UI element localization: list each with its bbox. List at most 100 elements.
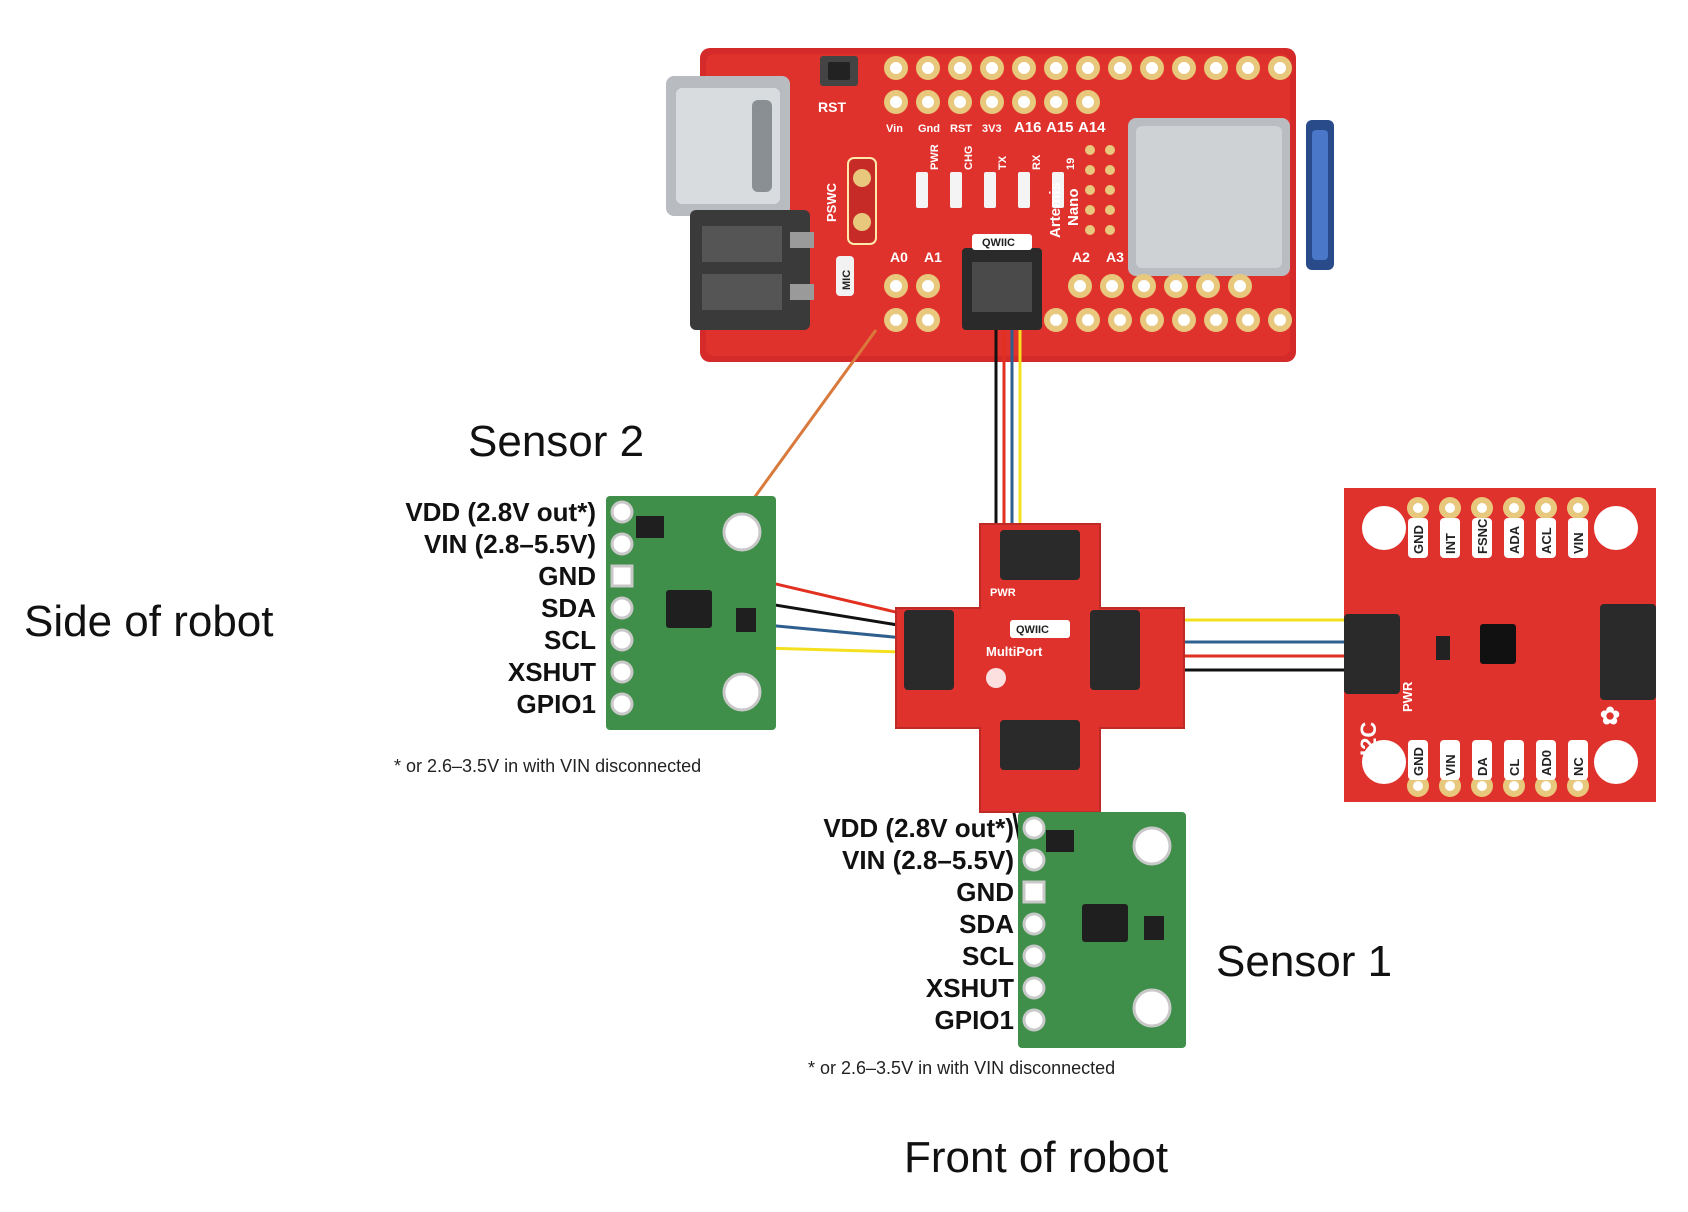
header-hole (1012, 56, 1036, 80)
imu-pin: VIN (1567, 497, 1589, 558)
header-hole (1236, 308, 1260, 332)
header-hole (1108, 56, 1132, 80)
status-led: 19 (1052, 158, 1077, 208)
header-hole (1164, 274, 1188, 298)
sensor2-footnote: * or 2.6–3.5V in with VIN disconnected (394, 756, 701, 776)
header-hole (916, 56, 940, 80)
imu-pin: ACL (1535, 497, 1557, 558)
side-of-robot-label: Side of robot (24, 597, 274, 646)
test-pad (1085, 225, 1095, 235)
imu-pin: CL (1503, 740, 1525, 797)
multiport-connector-left (904, 610, 954, 690)
header-hole (1204, 56, 1228, 80)
sensor2-board (606, 496, 776, 730)
sensor-pin-label: VIN (2.8–5.5V) (424, 529, 596, 559)
status-led: TX (984, 155, 1009, 208)
header-hole (1044, 56, 1068, 80)
sensor-pin-hole (1022, 1008, 1046, 1032)
header-hole (1068, 274, 1092, 298)
multiport-pwr: PWR (990, 587, 1016, 599)
test-pad (1085, 145, 1095, 155)
header-hole (1044, 308, 1068, 332)
mic-label: MIC (841, 270, 853, 290)
sensor-pin-label: SCL (962, 941, 1014, 971)
header-hole (884, 90, 908, 114)
sensor-pin-hole (1022, 976, 1046, 1000)
status-led: CHG (950, 146, 975, 208)
test-pad (1085, 165, 1095, 175)
imu-qwiic-right (1600, 604, 1656, 700)
sensor1-board (1018, 812, 1186, 1048)
sensor-pin-hole (1022, 848, 1046, 872)
artemis-subtitle: Nano (1065, 189, 1082, 227)
imu-pin-label: DA (1475, 757, 1490, 776)
sensor-pin-hole (1022, 944, 1046, 968)
sensor1-title: Sensor 1 (1216, 937, 1392, 986)
artemis-top-pin-label: Vin (886, 123, 903, 135)
front-of-robot-label: Front of robot (904, 1133, 1168, 1182)
sensor-pin-label: GPIO1 (517, 689, 596, 719)
led-label: 19 (1065, 158, 1077, 170)
sensor-pin-label: XSHUT (926, 973, 1014, 1003)
imu-pin: GND (1407, 740, 1429, 797)
header-hole (916, 90, 940, 114)
artemis-bottom-header (884, 274, 1292, 332)
header-hole (1204, 308, 1228, 332)
usb-c-connector-icon (666, 76, 790, 216)
imu-pin-label: INT (1443, 533, 1458, 554)
imu-i2c-label: I2C (1356, 722, 1381, 756)
sensor-pin-hole (1022, 816, 1046, 840)
sensor2-title: Sensor 2 (468, 417, 644, 466)
sensor-pin-hole (610, 692, 634, 716)
imu-pin-label: ACL (1539, 527, 1554, 554)
header-hole (884, 274, 908, 298)
imu-pin-label: NC (1571, 757, 1586, 776)
header-hole (1236, 56, 1260, 80)
header-hole (980, 56, 1004, 80)
imu-qwiic-left (1344, 614, 1400, 694)
sensor-pin-hole (610, 660, 634, 684)
artemis-module-icon (1128, 118, 1334, 276)
led-label: CHG (963, 146, 975, 170)
led-label: TX (997, 155, 1009, 170)
test-pad (1105, 225, 1115, 235)
test-pad (1105, 165, 1115, 175)
header-hole (1228, 274, 1252, 298)
status-led: PWR (916, 144, 941, 208)
imu-pin: INT (1439, 497, 1461, 558)
multiport-name: MultiPort (986, 644, 1043, 659)
test-pad (1085, 185, 1095, 195)
imu-pin-label: CL (1507, 759, 1522, 776)
artemis-top-pin-label: 3V3 (982, 123, 1002, 135)
sparkfun-logo-icon: ✿ (1600, 703, 1620, 730)
imu-pin: DA (1471, 740, 1493, 797)
sensor-pin-label: VDD (2.8V out*) (405, 497, 596, 527)
artemis-top-pin-label: Gnd (918, 123, 940, 135)
rst-label: RST (818, 99, 846, 115)
led-label: RX (1031, 154, 1043, 170)
sensor-pin-label: SDA (959, 909, 1014, 939)
header-hole (948, 90, 972, 114)
header-hole (1268, 56, 1292, 80)
header-hole (916, 308, 940, 332)
sensor-pin-label: SCL (544, 625, 596, 655)
sensor1-chip-icon (1082, 904, 1128, 942)
artemis-bottom-pin-label: A3 (1106, 249, 1124, 265)
header-hole (1044, 90, 1068, 114)
artemis-top-header (884, 56, 1292, 80)
header-hole (1132, 274, 1156, 298)
imu-chip-icon (1480, 624, 1516, 664)
reset-button-icon (820, 56, 858, 86)
imu-pin-label: GND (1411, 525, 1426, 554)
test-pad (1085, 205, 1095, 215)
artemis-bottom-pin-label: A0 (890, 249, 908, 265)
header-hole (980, 90, 1004, 114)
artemis-status-leds: PWR CHG TX RX 19 (916, 144, 1077, 208)
sensor-pin-label: GND (538, 561, 596, 591)
sensor-pin-hole (610, 532, 634, 556)
artemis-top-pin-label: A16 (1014, 119, 1042, 136)
sensor2-pin-labels: VDD (2.8V out*)VIN (2.8–5.5V)GNDSDASCLXS… (405, 497, 596, 719)
sensor-pin-label: GPIO1 (935, 1005, 1014, 1035)
